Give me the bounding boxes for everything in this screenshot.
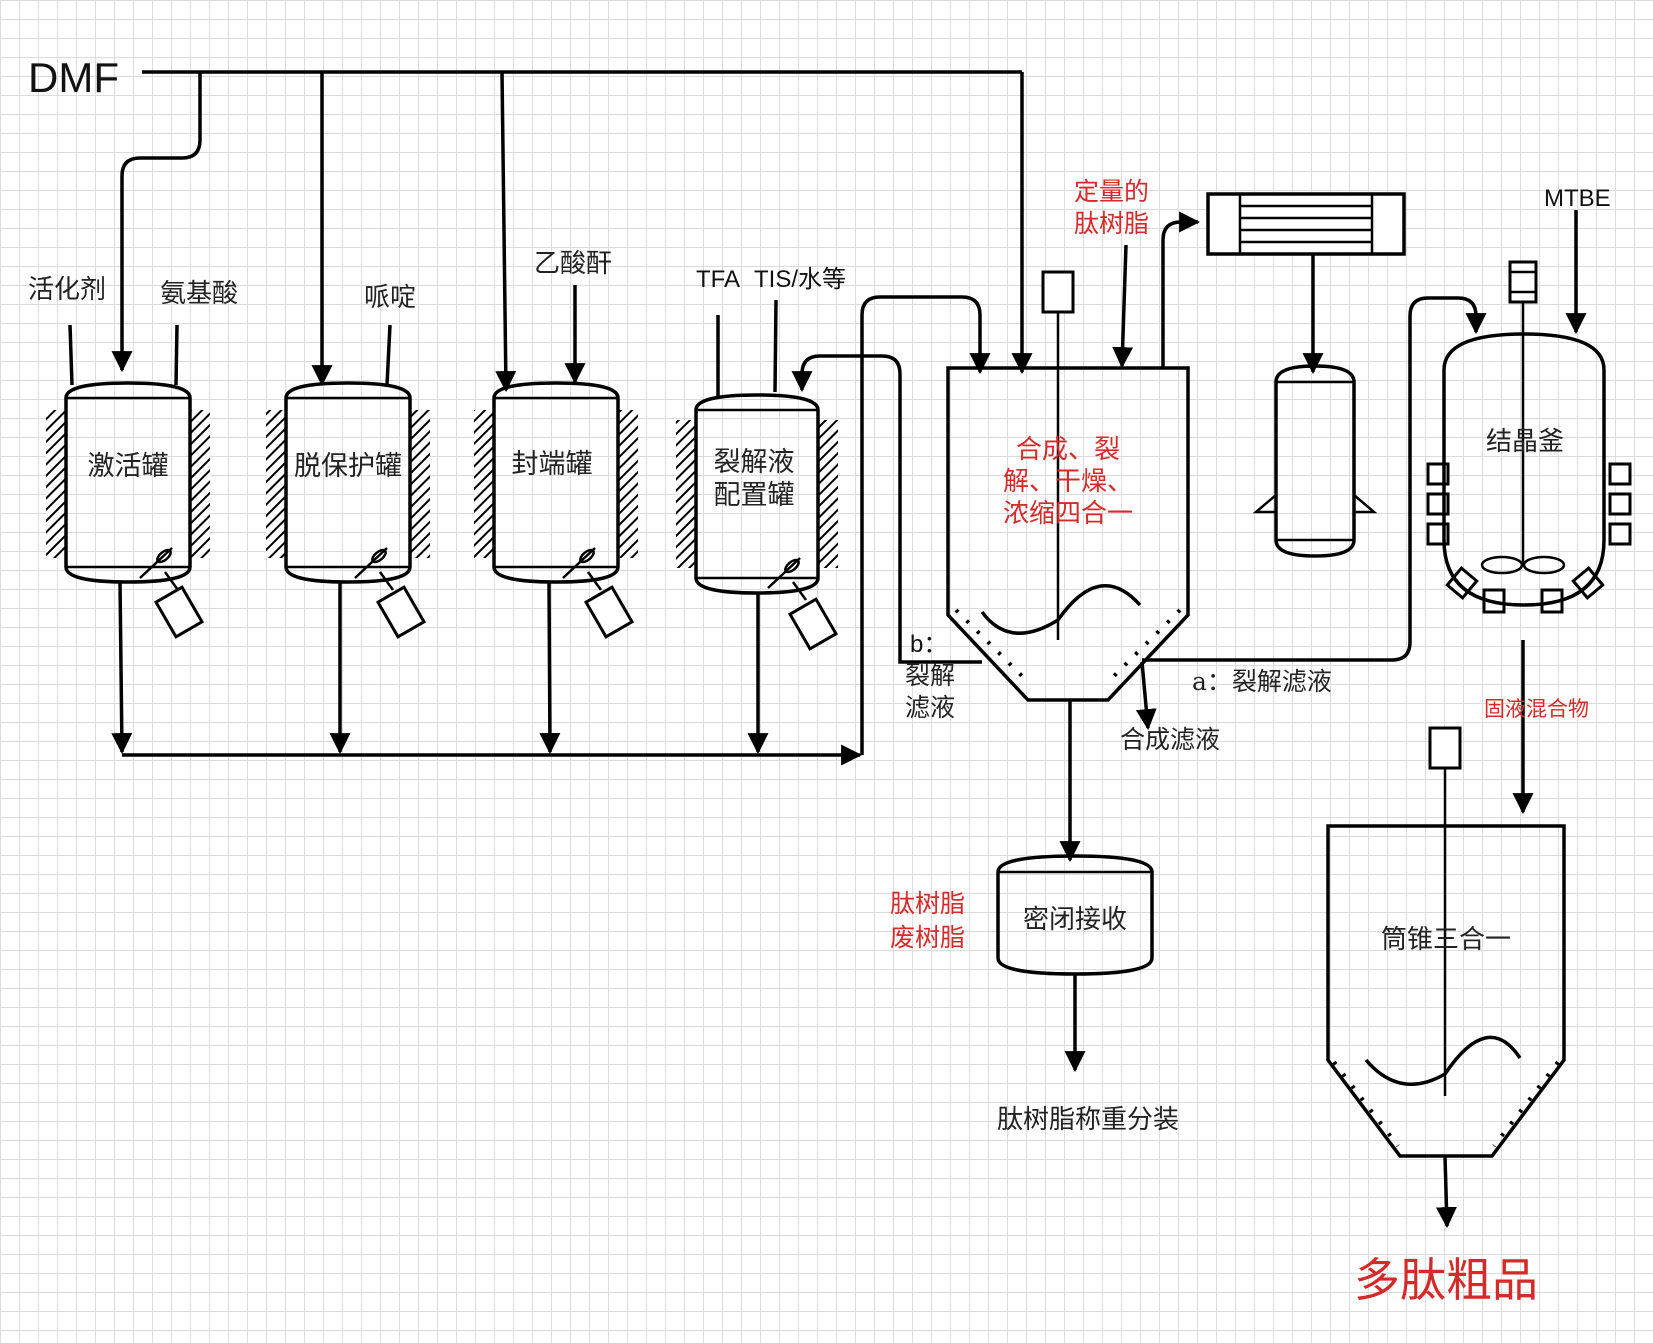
- activation-tank-label: 激活罐: [88, 451, 169, 482]
- reactor-label-1: 合成、裂: [1016, 435, 1120, 465]
- dmf-label: DMF: [28, 54, 119, 101]
- deprotection-tank: [266, 381, 430, 639]
- solid-liquid-label: 固液混合物: [1484, 697, 1589, 721]
- synthesis-filtrate-label: 合成滤液: [1120, 725, 1220, 754]
- cleavage-prep-label-2: 配置罐: [714, 480, 795, 511]
- mtbe-label: MTBE: [1544, 185, 1611, 212]
- crystallizer: [1426, 210, 1632, 815]
- b-filtrate-label-2: 滤液: [905, 693, 955, 722]
- dmf-lines: [111, 70, 1033, 393]
- reactor-label-2: 解、干燥、: [1003, 467, 1133, 497]
- feed-lines: [68, 285, 778, 398]
- closed-receiver-label: 密闭接收: [1023, 905, 1127, 935]
- b-filtrate-label-1: 裂解: [905, 661, 955, 690]
- activation-tank: [46, 381, 210, 639]
- piperidine-label: 哌啶: [364, 283, 416, 313]
- b-filtrate-prefix: b：: [910, 631, 947, 658]
- cleavage-prep-label-1: 裂解液: [714, 447, 795, 478]
- cleavage-prep-tank: [676, 393, 839, 651]
- capping-tank: [474, 381, 638, 639]
- quant-resin-label-1: 定量的: [1074, 177, 1149, 206]
- weigh-pack-label: 肽树脂称重分装: [997, 1105, 1179, 1135]
- cone-three-in-one: [1326, 726, 1566, 1229]
- condenser: [1206, 192, 1406, 375]
- closed-receiver: [996, 854, 1154, 1073]
- resin-label-2: 废树脂: [890, 923, 965, 952]
- tis-water-label: TIS/水等: [754, 266, 846, 293]
- collection-manifold: [111, 295, 991, 766]
- cone-three-in-one-label: 筒锥三合一: [1381, 925, 1511, 955]
- receiver-vessel: [1252, 364, 1378, 558]
- amino-acid-label: 氨基酸: [160, 279, 238, 309]
- capping-tank-label: 封端罐: [512, 449, 593, 480]
- reactor-label-3: 浓缩四合一: [1003, 499, 1133, 529]
- activator-label: 活化剂: [28, 275, 106, 305]
- tfa-label: TFA: [696, 266, 740, 293]
- acetic-anhydride-label: 乙酸酐: [534, 249, 612, 279]
- a-filtrate-label: a：裂解滤液: [1192, 667, 1332, 696]
- quant-resin-label-2: 肽树脂: [1074, 209, 1149, 238]
- deprotection-tank-label: 脱保护罐: [294, 451, 402, 482]
- crystallizer-label: 结晶釜: [1486, 427, 1564, 457]
- resin-label-1: 肽树脂: [890, 889, 965, 918]
- four-in-one-reactor: [946, 211, 1487, 863]
- product-label: 多肽粗品: [1354, 1253, 1538, 1307]
